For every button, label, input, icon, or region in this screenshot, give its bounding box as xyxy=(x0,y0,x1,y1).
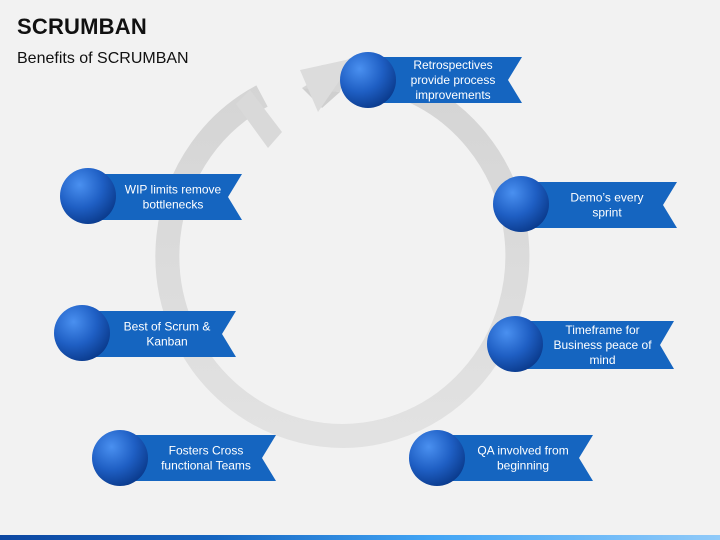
benefit-label-line: sprint xyxy=(592,206,622,220)
benefit-circle xyxy=(409,430,465,486)
benefit-label-line: improvements xyxy=(415,88,490,102)
benefit-label: Best of Scrum &Kanban xyxy=(124,320,211,349)
benefit-label-line: Fosters Cross xyxy=(169,444,244,458)
benefit-label-line: bottlenecks xyxy=(143,198,204,212)
benefit-label-line: beginning xyxy=(497,459,549,473)
benefit-circle xyxy=(340,52,396,108)
benefit-ribbon xyxy=(515,182,677,228)
benefit-ribbon xyxy=(362,57,522,103)
cycle-arrow xyxy=(155,58,530,448)
benefit-circle xyxy=(493,176,549,232)
benefit-label-line: Business peace of xyxy=(553,338,652,352)
benefit-label-line: Best of Scrum & xyxy=(124,320,211,334)
benefit-circle xyxy=(54,305,110,361)
benefit-label-line: WIP limits remove xyxy=(125,183,222,197)
benefit-label-line: mind xyxy=(589,353,615,367)
benefit-circle xyxy=(60,168,116,224)
benefit-label-line: Timeframe for xyxy=(565,323,639,337)
page-title: SCRUMBAN xyxy=(17,14,147,39)
benefit-label-line: Retrospectives xyxy=(413,58,492,72)
benefit-item: Best of Scrum &Kanban xyxy=(54,305,236,361)
page-subtitle: Benefits of SCRUMBAN xyxy=(17,50,189,67)
benefit-ribbon xyxy=(509,321,674,369)
benefit-label-line: Kanban xyxy=(146,335,187,349)
benefit-label-line: functional Teams xyxy=(161,459,251,473)
benefit-circle xyxy=(487,316,543,372)
benefit-ribbon xyxy=(114,435,276,481)
benefit-label-line: provide process xyxy=(411,73,496,87)
benefit-ribbon xyxy=(431,435,593,481)
benefit-ribbon xyxy=(82,174,242,220)
benefit-label-line: QA involved from xyxy=(477,444,568,458)
benefit-label-line: Demo’s every xyxy=(570,191,643,205)
bottom-accent-bar xyxy=(0,535,720,540)
benefit-ribbon xyxy=(76,311,236,357)
benefit-circle xyxy=(92,430,148,486)
